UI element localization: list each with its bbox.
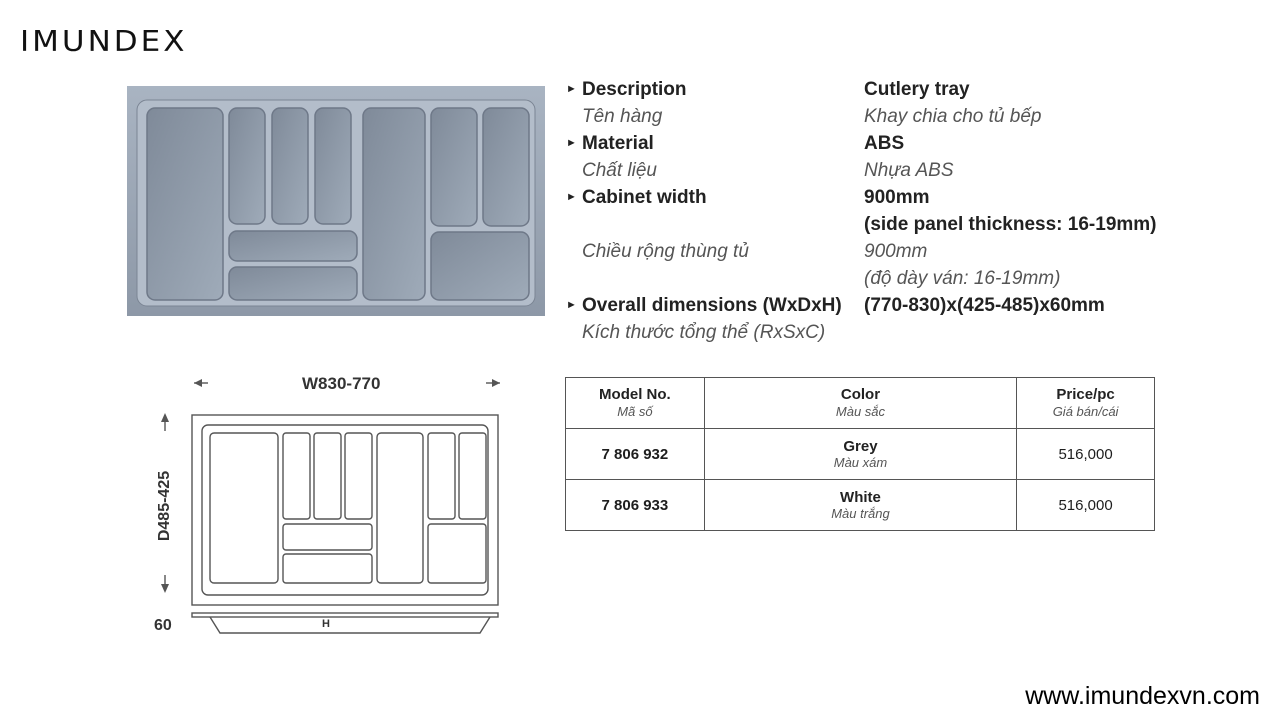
- website-link[interactable]: www.imundexvn.com: [1025, 682, 1260, 710]
- bullet-icon: ►: [566, 191, 577, 203]
- bullet-icon: ►: [566, 299, 577, 311]
- height-label: 60: [154, 617, 172, 634]
- depth-label: D485-425: [156, 470, 173, 542]
- column-header-model: Model No.Mã số: [565, 377, 705, 429]
- model-cell: 7 806 933: [565, 479, 705, 531]
- spec-row: (độ dày ván: 16-19mm): [864, 268, 1061, 289]
- price-cell: 516,000: [1016, 428, 1155, 480]
- spec-row: (side panel thickness: 16-19mm): [864, 214, 1157, 235]
- cutlery-tray-photo: [127, 86, 545, 316]
- brand-logo: IMUNDEX: [20, 25, 188, 59]
- width-label: W830-770: [302, 374, 381, 393]
- spec-row: Kích thước tổng thể (RxSxC): [582, 322, 826, 343]
- bullet-icon: ►: [566, 137, 577, 149]
- spec-row: ►Overall dimensions (WxDxH)(770-830)x(42…: [566, 292, 1266, 319]
- dimension-drawing: W830-770 D485-425 60 H: [150, 365, 520, 645]
- height-mark: H: [322, 618, 330, 630]
- product-photo: [127, 86, 545, 316]
- price-cell: 516,000: [1016, 479, 1155, 531]
- tray-outline-drawing: [161, 379, 500, 634]
- model-cell: 7 806 932: [565, 428, 705, 480]
- bullet-icon: ►: [566, 83, 577, 95]
